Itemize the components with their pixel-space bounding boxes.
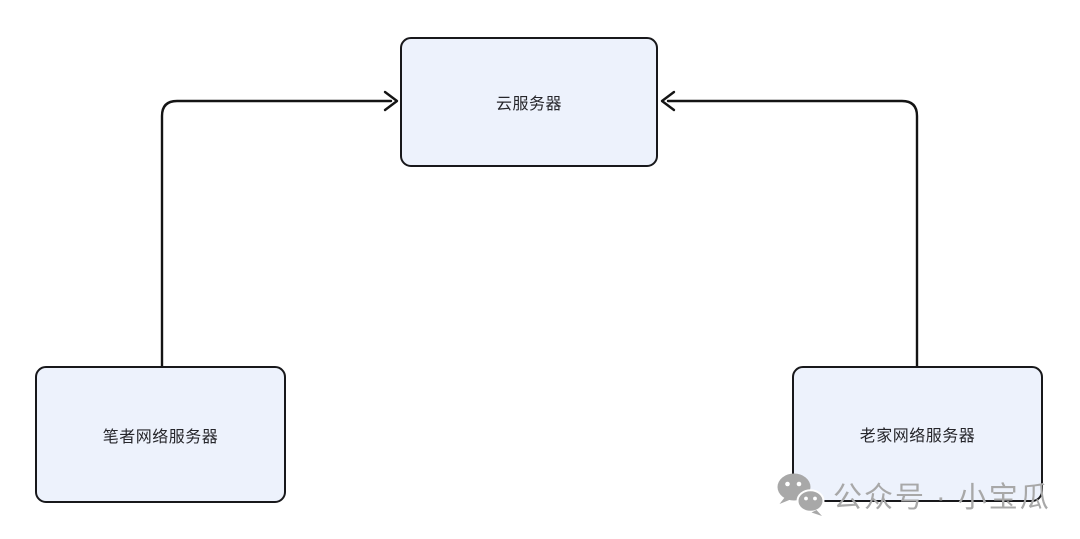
- arrowhead-right-icon: [383, 90, 399, 112]
- edge-hometown-to-cloud: [660, 90, 919, 368]
- node-cloud-server: 云服务器: [400, 37, 658, 167]
- node-label-author-network-server: 笔者网络服务器: [102, 428, 219, 446]
- node-label-cloud-server: 云服务器: [495, 96, 562, 113]
- node-author-network-server: 笔者网络服务器: [35, 366, 286, 503]
- arrowhead-left-icon: [660, 90, 676, 112]
- node-label-hometown-network-server: 老家网络服务器: [859, 428, 976, 445]
- edge-author-to-cloud: [160, 90, 399, 368]
- node-hometown-network-server: 老家网络服务器: [792, 366, 1043, 502]
